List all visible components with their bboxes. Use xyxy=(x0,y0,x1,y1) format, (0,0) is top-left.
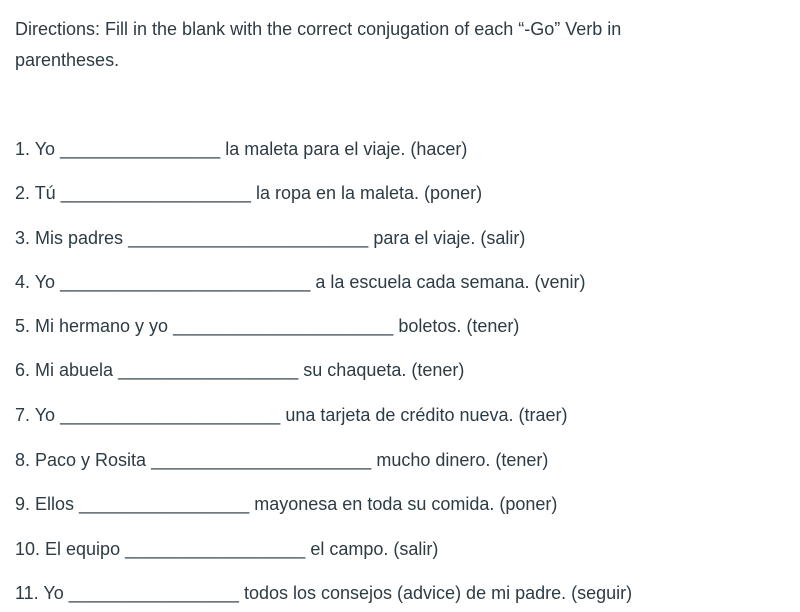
item-prefix: 8. Paco y Rosita xyxy=(15,450,147,470)
answer-blank: __________________ xyxy=(118,360,299,380)
exercise-item-10: 10. El equipo __________________ el camp… xyxy=(15,537,438,561)
item-prefix: 6. Mi abuela xyxy=(15,360,114,380)
item-suffix: mayonesa en toda su comida. (poner) xyxy=(254,494,558,514)
item-suffix: mucho dinero. (tener) xyxy=(376,450,549,470)
item-suffix: boletos. (tener) xyxy=(398,316,520,336)
item-suffix: la maleta para el viaje. (hacer) xyxy=(225,139,468,159)
item-prefix: 10. El equipo xyxy=(15,539,121,559)
answer-blank: ___________________ xyxy=(60,183,251,203)
item-suffix: una tarjeta de crédito nueva. (traer) xyxy=(285,405,568,425)
exercise-item-5: 5. Mi hermano y yo _____________________… xyxy=(15,314,519,338)
item-prefix: 11. Yo xyxy=(15,583,64,603)
answer-blank: _________________________ xyxy=(60,272,311,292)
item-prefix: 3. Mis padres xyxy=(15,228,124,248)
exercise-item-8: 8. Paco y Rosita ______________________ … xyxy=(15,448,548,472)
answer-blank: ______________________ xyxy=(173,316,394,336)
exercise-item-6: 6. Mi abuela __________________ su chaqu… xyxy=(15,358,464,382)
exercise-item-2: 2. Tú ___________________ la ropa en la … xyxy=(15,181,482,205)
answer-blank: ______________________ xyxy=(60,405,281,425)
item-suffix: para el viaje. (salir) xyxy=(373,228,526,248)
item-suffix: la ropa en la maleta. (poner) xyxy=(255,183,483,203)
exercise-item-4: 4. Yo _________________________ a la esc… xyxy=(15,270,586,294)
answer-blank: ________________________ xyxy=(128,228,369,248)
item-prefix: 1. Yo xyxy=(15,139,56,159)
item-suffix: todos los consejos (advice) de mi padre.… xyxy=(243,583,633,603)
item-prefix: 4. Yo xyxy=(15,272,56,292)
item-suffix: su chaqueta. (tener) xyxy=(303,360,465,380)
item-prefix: 2. Tú xyxy=(15,183,56,203)
answer-blank: _________________ xyxy=(79,494,250,514)
answer-blank: ______________________ xyxy=(151,450,372,470)
exercise-item-3: 3. Mis padres ________________________ p… xyxy=(15,226,525,250)
answer-blank: _________________ xyxy=(68,583,239,603)
item-suffix: el campo. (salir) xyxy=(310,539,439,559)
exercise-item-9: 9. Ellos _________________ mayonesa en t… xyxy=(15,492,557,516)
exercise-item-7: 7. Yo ______________________ una tarjeta… xyxy=(15,403,568,427)
item-prefix: 9. Ellos xyxy=(15,494,75,514)
exercise-item-1: 1. Yo ________________ la maleta para el… xyxy=(15,137,467,161)
directions-text: Directions: Fill in the blank with the c… xyxy=(15,19,622,70)
answer-blank: __________________ xyxy=(125,539,306,559)
item-suffix: a la escuela cada semana. (venir) xyxy=(315,272,586,292)
exercise-item-11: 11. Yo _________________ todos los conse… xyxy=(15,581,632,605)
item-prefix: 5. Mi hermano y yo xyxy=(15,316,169,336)
answer-blank: ________________ xyxy=(60,139,221,159)
item-prefix: 7. Yo xyxy=(15,405,56,425)
